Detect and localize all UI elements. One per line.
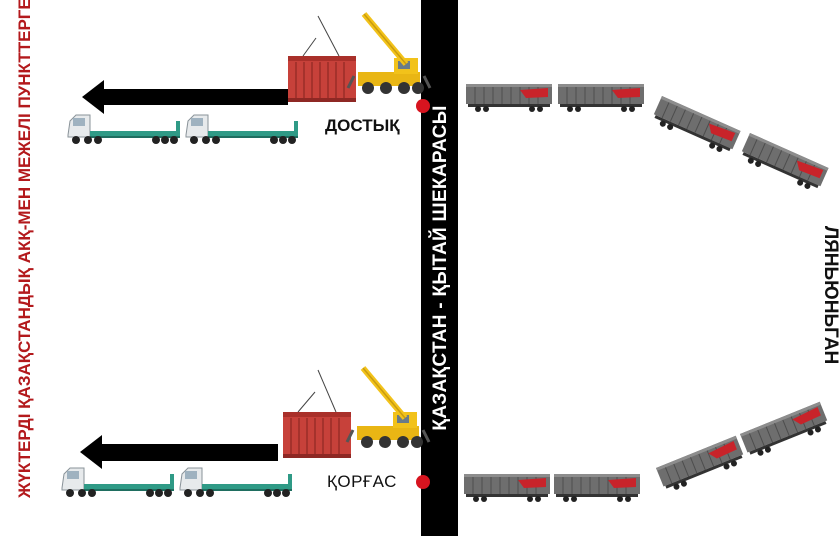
container-icon: [288, 56, 356, 102]
delivery-caption: ЖҮКТЕРДІ ҚАЗАҚСТАНДЫҚ АКҚ-МЕН МЕЖЕЛІ ПУН…: [15, 58, 55, 498]
train-wagon-icon: [558, 84, 644, 112]
truck-icon: [180, 468, 292, 497]
station-label-top: ДОСТЫҚ: [325, 116, 400, 136]
arrow-left-icon: [80, 435, 278, 469]
station-dot-icon: [416, 99, 430, 113]
station-label-bottom: ҚОРҒАС: [327, 472, 397, 492]
truck-icon: [68, 115, 180, 144]
crane-cable: [318, 370, 336, 412]
crane-cable: [303, 38, 316, 56]
crane-icon: [347, 368, 429, 448]
train-wagon-icon: [739, 133, 829, 194]
train-wagon-icon: [554, 474, 640, 502]
arrow-left-icon: [82, 80, 288, 114]
border-label: ҚАЗАҚСТАН - ҚЫТАЙ ШЕКАРАСЫ: [429, 98, 453, 438]
train-wagon-icon: [464, 474, 550, 502]
station-dot-icon: [416, 475, 430, 489]
container-icon: [283, 412, 351, 458]
truck-icon: [62, 468, 174, 497]
crane-cable: [318, 16, 339, 56]
train-wagon-icon: [656, 436, 746, 494]
train-wagon-icon: [740, 402, 830, 460]
train-wagon-icon: [466, 84, 552, 112]
truck-icon: [186, 115, 298, 144]
train-wagon-icon: [651, 96, 741, 157]
terminal-label: ЛЯНЬЮНЬГАН: [818, 200, 840, 390]
crane-cable: [298, 392, 315, 412]
crane-icon: [348, 14, 430, 94]
